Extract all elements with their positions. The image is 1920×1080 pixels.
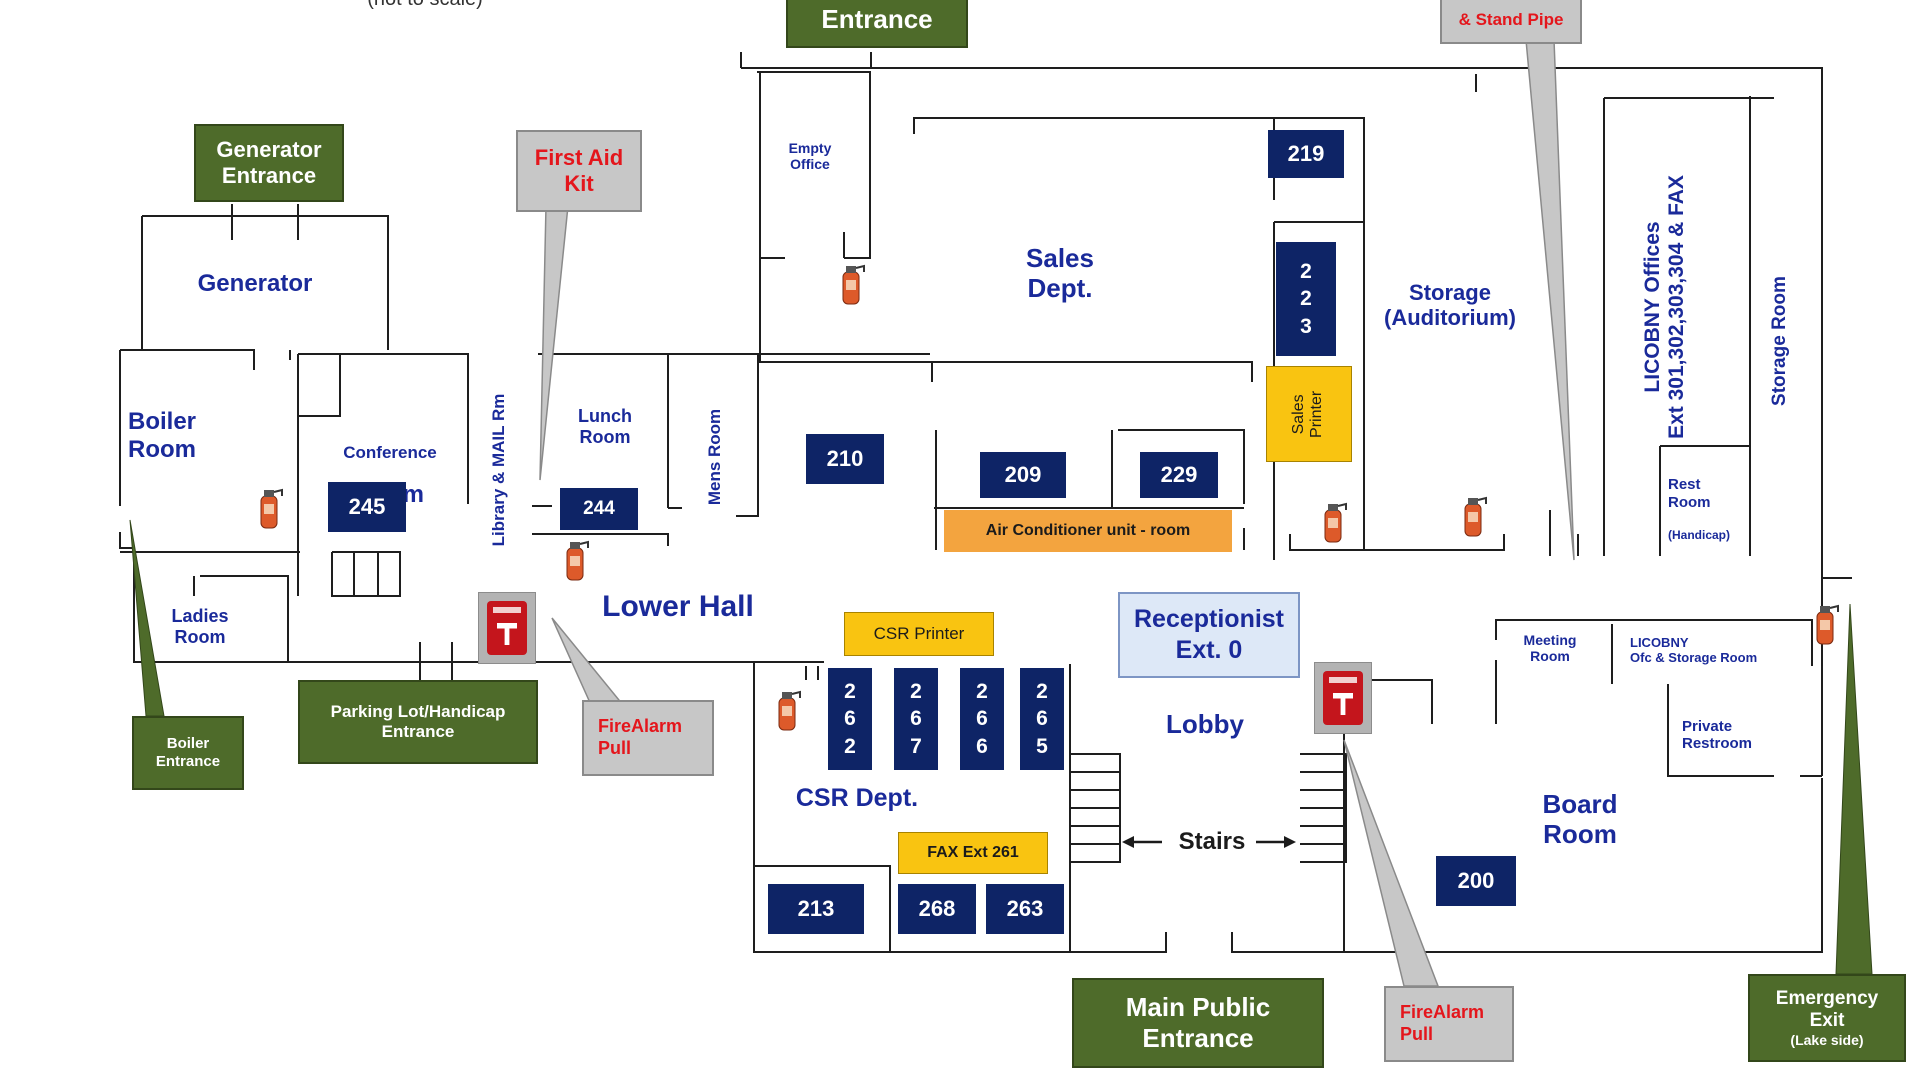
fire-alarm-pull-callout-left: FireAlarm Pull xyxy=(582,700,714,776)
room-229: 229 xyxy=(1140,452,1218,498)
empty-office-label: Empty Office xyxy=(788,140,832,173)
room-200: 200 xyxy=(1436,856,1516,906)
room-209: 209 xyxy=(980,452,1066,498)
room-268: 268 xyxy=(898,884,976,934)
room-267: 2 6 7 xyxy=(894,668,938,770)
not-to-scale-note: (not to scale) xyxy=(340,0,510,11)
sales-printer-label: Sales Printer xyxy=(1290,390,1326,438)
csr-printer: CSR Printer xyxy=(844,612,994,656)
rest-room-note: (Handicap) xyxy=(1668,528,1731,543)
lower-hall-label: Lower Hall xyxy=(602,590,754,623)
room-244: 244 xyxy=(560,488,638,530)
boiler-room-label: Boiler Room xyxy=(128,408,197,463)
receptionist-box: Receptionist Ext. 0 xyxy=(1118,592,1300,678)
emergency-exit-text: Emergency Exit xyxy=(1775,988,1879,1031)
fire-extinguisher-icon xyxy=(1816,604,1839,645)
room-210: 210 xyxy=(806,434,884,484)
sales-dept-label: Sales Dept. xyxy=(1026,243,1094,303)
room-245: 245 xyxy=(328,482,406,532)
conference-label-line1: Conference xyxy=(343,443,437,463)
meeting-room-label: Meeting Room xyxy=(1523,632,1577,665)
generator-entrance-label: Generator Entrance xyxy=(194,124,344,202)
emergency-exit-label: Emergency Exit (Lake side) xyxy=(1748,974,1906,1062)
fire-extinguisher-icon xyxy=(1324,502,1347,543)
fire-hose-callout: & Stand Pipe xyxy=(1440,0,1582,44)
csr-dept-label: CSR Dept. xyxy=(795,784,919,812)
ladies-room-label: Ladies Room xyxy=(171,606,229,647)
fire-extinguisher-icon xyxy=(566,540,589,581)
fire-alarm-pull-callout-right: FireAlarm Pull xyxy=(1384,986,1514,1062)
main-public-entrance-label: Main Public Entrance xyxy=(1072,978,1324,1068)
storage-auditorium-label: Storage (Auditorium) xyxy=(1384,280,1516,331)
fax-machine: FAX Ext 261 xyxy=(898,832,1048,874)
board-room-label: Board Room xyxy=(1542,789,1618,849)
rest-room-label: Rest Room (Handicap) xyxy=(1668,458,1748,561)
fire-extinguisher-icon xyxy=(1464,496,1487,537)
fire-extinguisher-icon xyxy=(260,488,283,529)
generator-label: Generator xyxy=(197,270,313,297)
emergency-exit-note: (Lake side) xyxy=(1790,1031,1864,1048)
fire-alarm-pull-icon xyxy=(1314,662,1372,734)
fire-extinguisher-icon xyxy=(778,690,801,731)
fire-alarm-pull-icon xyxy=(478,592,536,664)
sales-printer: Sales Printer xyxy=(1266,366,1352,462)
top-entrance-label: Entrance xyxy=(786,0,968,48)
rest-room-text: Rest Room xyxy=(1668,476,1711,511)
room-262: 2 6 2 xyxy=(828,668,872,770)
stairs-label: Stairs xyxy=(1178,828,1246,855)
arrow-right-icon xyxy=(1256,836,1296,848)
lobby-label: Lobby xyxy=(1166,709,1244,739)
room-265: 2 6 5 xyxy=(1020,668,1064,770)
room-223: 2 2 3 xyxy=(1276,242,1336,356)
room-266: 2 6 6 xyxy=(960,668,1004,770)
parking-entrance-label: Parking Lot/Handicap Entrance xyxy=(298,680,538,764)
licobny-storage-label: LICOBNY Ofc & Storage Room xyxy=(1630,635,1758,665)
room-263: 263 xyxy=(986,884,1064,934)
arrow-left-icon xyxy=(1122,836,1162,848)
lunch-room-label: Lunch Room xyxy=(578,406,632,447)
private-restroom-label: Private Restroom xyxy=(1682,718,1753,753)
air-conditioner-unit: Air Conditioner unit - room xyxy=(944,510,1232,552)
fire-extinguisher-icon xyxy=(842,264,865,305)
room-213: 213 xyxy=(768,884,864,934)
boiler-entrance-label: Boiler Entrance xyxy=(132,716,244,790)
room-219: 219 xyxy=(1268,130,1344,178)
first-aid-kit-callout: First Aid Kit xyxy=(516,130,642,212)
